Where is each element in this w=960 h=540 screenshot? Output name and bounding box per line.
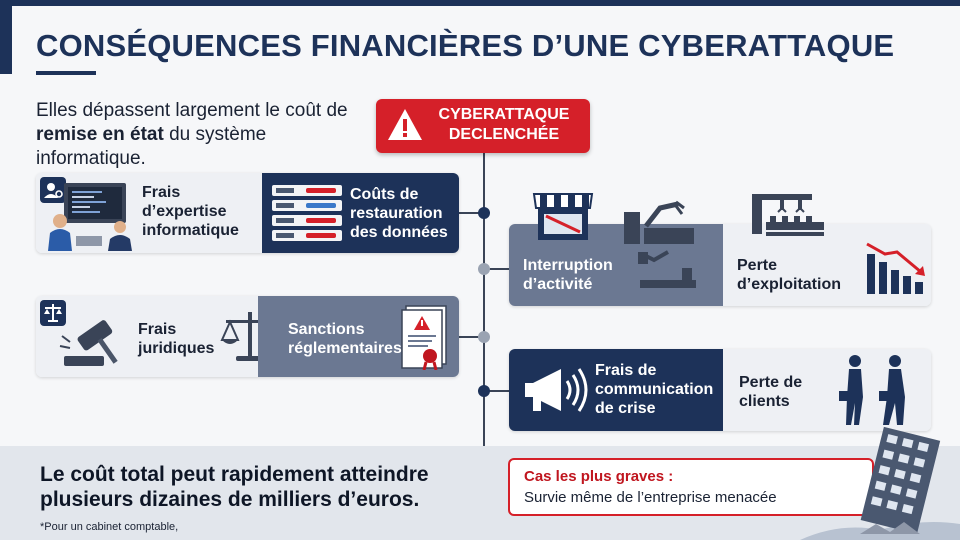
intro-text: Elles dépassent largement le coût de rem… [36,100,348,169]
item-label-interruption: Interruption d’activité [523,257,613,293]
assembly-line-icon [748,188,828,249]
storefront-icon [532,186,594,247]
cyberattack-trigger: CYBERATTAQUE DECLENCHÉE [376,99,590,153]
connector [459,336,483,338]
timeline-dot [478,207,490,219]
connector [485,390,509,392]
item-label-expertise: Frais d’expertise informatique [142,184,239,239]
card-part-sanctions: Sanctions réglementaires [258,296,459,377]
factory-robot-icon [624,194,696,303]
worst-case-text: Survie même de l’entreprise menacée [524,489,777,506]
connector [459,212,483,214]
document-seal-icon [398,302,452,375]
item-label-perte-exploitation: Perte d’exploitation [737,257,841,293]
item-label-sanctions: Sanctions réglementaires [288,321,402,357]
it-badge-icon [40,177,66,203]
card-part-restauration: Coûts de restauration des données [262,173,459,253]
card-it-costs: Frais d’expertise informatique Coûts de … [36,173,459,253]
warning-icon [386,107,424,143]
page-title: CONSÉQUENCES FINANCIÈRES D’UNE CYBERATTA… [36,28,895,63]
timeline-dot [478,263,490,275]
server-rack-icon [272,185,342,246]
title-underline [36,71,96,75]
top-accent-bar [0,0,960,6]
card-part-perte-exploitation: Perte d’exploitation [723,224,931,306]
connector [485,268,509,270]
declining-chart-icon [865,240,931,301]
item-label-communication: Frais de communication de crise [595,362,714,417]
timeline-dot [478,385,490,397]
card-legal-costs: Frais juridiques Sanctions réglementaire… [36,296,459,377]
scales-badge-icon [40,300,66,326]
timeline-line [483,152,485,490]
card-part-communication: Frais de communication de crise [509,349,723,431]
item-label-juridiques: Frais juridiques [138,321,215,357]
footnote: *Pour un cabinet comptable, [40,521,179,533]
card-clients-loss: Frais de communication de crise Perte de… [509,349,931,431]
item-label-perte-clients: Perte de clients [739,374,803,410]
it-experts-icon [46,181,134,253]
trigger-label: CYBERATTAQUE DECLENCHÉE [438,106,570,143]
gavel-icon [58,312,138,373]
collapsing-building-icon [800,426,960,540]
megaphone-icon [519,365,591,420]
timeline-dot [478,331,490,343]
card-part-perte-clients: Perte de clients [723,349,931,431]
leaving-people-icon [833,353,927,431]
worst-case-title: Cas les plus graves : [524,468,674,485]
left-accent-bar [0,6,12,74]
card-part-juridiques: Frais juridiques [36,296,280,377]
conclusion-text: Le coût total peut rapidement atteindre … [40,463,429,511]
worst-case-box: Cas les plus graves : Survie même de l’e… [508,458,874,516]
card-part-expertise: Frais d’expertise informatique [36,173,262,253]
item-label-restauration: Coûts de restauration des données [350,186,448,241]
